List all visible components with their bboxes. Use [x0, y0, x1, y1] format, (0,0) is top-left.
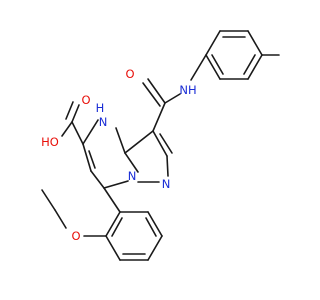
amide-nh-label: NH — [179, 83, 196, 97]
bond-double-inner — [88, 150, 96, 169]
bond-double — [142, 82, 161, 107]
bond — [124, 130, 154, 154]
bond-layer — [41, 30, 280, 261]
bond-double-inner — [111, 217, 123, 237]
bond-double — [65, 101, 74, 120]
bridge-nitrogen-label: N — [128, 169, 137, 183]
bond — [103, 187, 121, 213]
bond-double-inner — [159, 133, 173, 154]
bond — [82, 143, 92, 172]
bond-double-inner — [243, 54, 256, 75]
bond — [82, 119, 99, 145]
bond — [90, 170, 105, 189]
bond — [124, 152, 139, 173]
bond — [147, 235, 163, 261]
bond — [71, 121, 84, 145]
bond — [164, 93, 181, 104]
bond — [71, 104, 80, 123]
ring-nitrogen-label: N — [99, 115, 108, 129]
bond — [105, 235, 121, 261]
bond — [152, 102, 166, 132]
bond — [147, 78, 166, 104]
bond — [205, 54, 221, 80]
bond-double-inner — [211, 54, 224, 75]
molecule-canvas: O NH H N N N O HO O — [41, 30, 280, 261]
structure-diagram: O NH H N N N O HO O — [41, 30, 280, 261]
bond — [147, 211, 163, 237]
bond — [152, 130, 168, 157]
acid-carbonyl-oxygen-label: O — [81, 93, 90, 107]
bond — [105, 211, 121, 237]
atom-label-layer: O NH H N N N O HO O — [41, 67, 196, 243]
bond — [115, 127, 126, 154]
bond — [103, 180, 129, 189]
acid-hydroxyl-label: HO — [41, 135, 59, 149]
carbonyl-oxygen-label: O — [125, 67, 134, 81]
ring-nh-hydrogen-label: H — [96, 101, 105, 115]
bond — [247, 30, 263, 56]
bond — [166, 155, 169, 177]
bond — [205, 30, 221, 56]
pyrazole-nitrogen-label: N — [162, 177, 171, 191]
bond — [190, 54, 207, 81]
bond — [61, 121, 73, 137]
bond — [247, 54, 263, 80]
bond — [41, 189, 56, 211]
bond — [54, 209, 67, 229]
ether-oxygen-label: O — [71, 229, 80, 243]
bond-double-inner — [145, 217, 157, 237]
